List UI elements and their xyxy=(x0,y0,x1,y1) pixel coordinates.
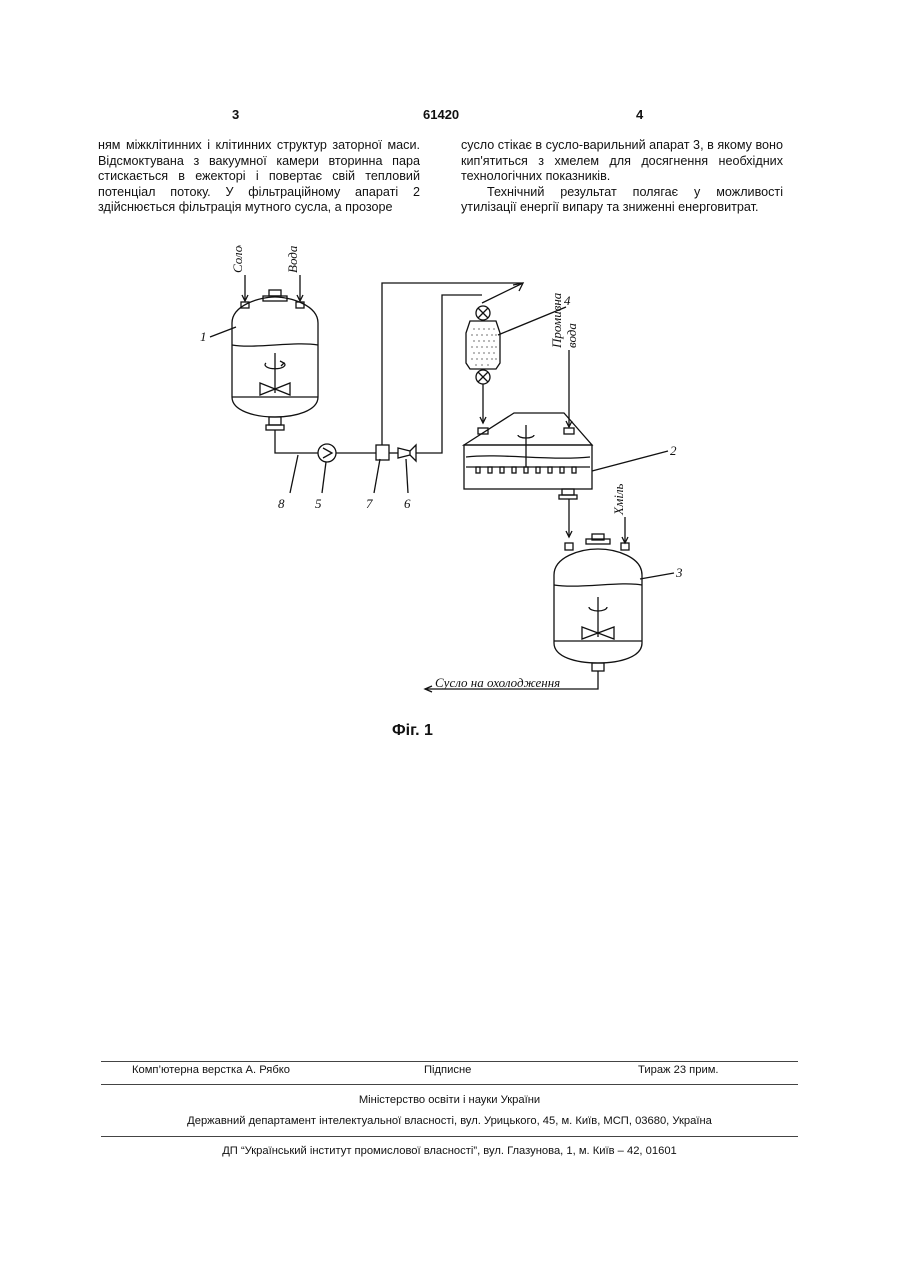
mash-vessel-1 xyxy=(232,290,318,430)
left-text-column: ням міжклітинних і клітинних структур за… xyxy=(98,138,420,216)
process-diagram: Солод Вода Промивна вода Хміль Сусло на … xyxy=(180,245,700,705)
right-text-column: сусло стікає в сусло-варильний апарат 3,… xyxy=(461,138,783,216)
label-voda-promyvna: вода xyxy=(564,323,579,348)
label-3: 3 xyxy=(675,565,683,580)
footer-rule-1 xyxy=(101,1061,798,1062)
label-wort-out: Сусло на охолодження xyxy=(435,675,560,690)
footer-ministry: Міністерство освіти і науки України xyxy=(101,1094,798,1106)
footer-signed: Підписне xyxy=(424,1064,471,1076)
label-solod: Солод xyxy=(230,245,245,273)
footer-department: Державний департамент інтелектуальної вл… xyxy=(101,1115,798,1127)
label-1: 1 xyxy=(200,329,207,344)
right-paragraph-1: сусло стікає в сусло-варильний апарат 3,… xyxy=(461,138,783,185)
footer-layout: Комп’ютерна верстка А. Рябко xyxy=(132,1064,290,1076)
footer-rule-2 xyxy=(101,1084,798,1085)
label-khmil: Хміль xyxy=(611,483,626,516)
label-5: 5 xyxy=(315,496,322,511)
label-voda: Вода xyxy=(285,245,300,273)
label-promyvna: Промивна xyxy=(549,292,564,349)
label-4: 4 xyxy=(564,293,571,308)
left-paragraph: ням міжклітинних і клітинних структур за… xyxy=(98,138,420,216)
footer-circulation: Тираж 23 прим. xyxy=(638,1064,719,1076)
figure-caption: Фіг. 1 xyxy=(392,722,433,740)
label-8: 8 xyxy=(278,496,285,511)
right-paragraph-2: Технічний результат полягає у можливості… xyxy=(461,185,783,216)
page-number-left: 3 xyxy=(232,107,239,122)
page-number-right: 4 xyxy=(636,107,643,122)
footer-institute: ДП “Український інститут промислової вла… xyxy=(101,1145,798,1157)
filter-apparatus-2 xyxy=(464,413,592,499)
label-2: 2 xyxy=(670,443,677,458)
footer-rule-3 xyxy=(101,1136,798,1137)
label-6: 6 xyxy=(404,496,411,511)
wort-kettle-3 xyxy=(554,534,642,671)
label-7: 7 xyxy=(366,496,373,511)
heat-exchanger-4 xyxy=(466,306,500,423)
patent-number: 61420 xyxy=(423,107,459,122)
